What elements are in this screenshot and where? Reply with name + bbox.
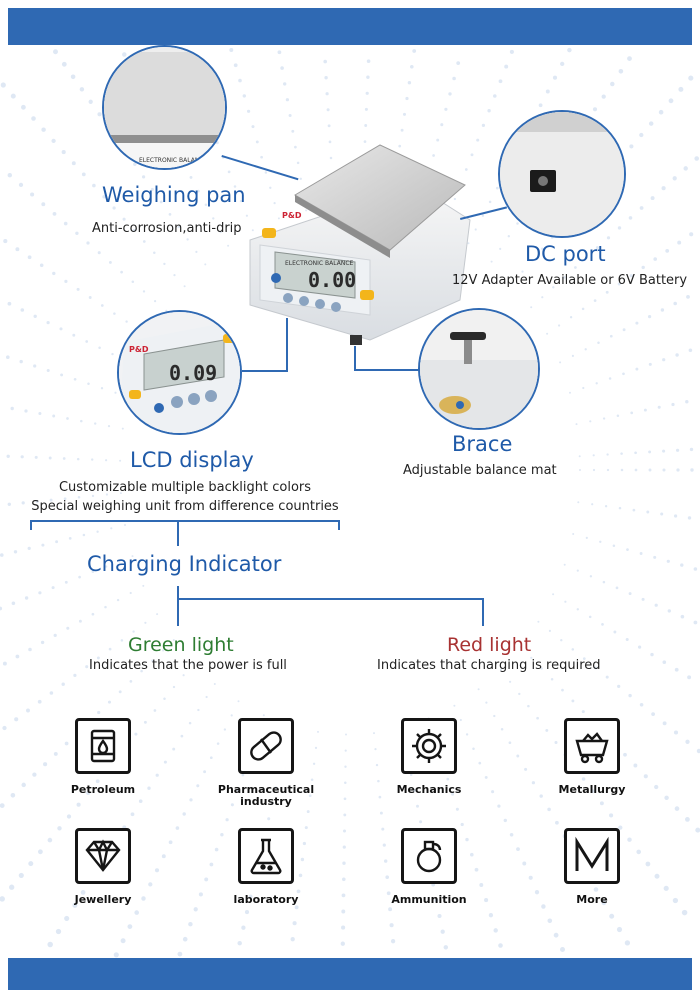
red-light-title: Red light (447, 634, 532, 656)
dc-port-title: DC port (525, 242, 606, 266)
lcd-zoom-readout: 0.09 (169, 361, 217, 385)
industry-pharmaceutical: Pharmaceutical industry (211, 718, 321, 808)
connector-line (354, 369, 420, 371)
connector-line (354, 346, 356, 370)
electronic-balance-image: ELECTRONIC BALANCE 0.00 g P&D (249, 144, 471, 345)
more-m-icon (564, 828, 620, 884)
grenade-icon (401, 828, 457, 884)
industry-label: Pharmaceutical industry (217, 783, 315, 808)
lcd-display-desc-1: Customizable multiple backlight colors (58, 480, 312, 495)
industry-label: Jewellery (74, 893, 132, 906)
lcd-display-desc-2: Special weighing unit from difference co… (31, 499, 339, 514)
weighing-pan-closeup: ELECTRONIC BALANCE (102, 45, 227, 170)
industry-metallurgy: Metallurgy (537, 718, 647, 796)
oil-barrel-icon (75, 718, 131, 774)
industry-ammunition: Ammunition (374, 828, 484, 906)
bottom-banner (8, 958, 692, 990)
brace-closeup (418, 308, 540, 430)
flask-icon (238, 828, 294, 884)
green-light-desc: Indicates that the power is full (89, 658, 287, 673)
connector-line (242, 370, 287, 372)
gear-icon (401, 718, 457, 774)
bracket-line (177, 520, 179, 546)
dc-port-desc: 12V Adapter Available or 6V Battery (452, 273, 688, 288)
green-light-title: Green light (128, 634, 234, 656)
lcd-display-closeup: P&D 0.09 (117, 310, 242, 435)
industry-label: Ammunition (391, 893, 467, 906)
bracket-line (338, 520, 340, 530)
brace-title: Brace (452, 432, 513, 456)
diamond-icon (75, 828, 131, 884)
pan-panel-label: ELECTRONIC BALANCE (139, 157, 208, 164)
industry-laboratory: laboratory (211, 828, 321, 906)
industry-label: laboratory (233, 893, 299, 906)
weighing-pan-title: Weighing pan (102, 183, 246, 207)
connector-line (286, 318, 288, 372)
weighing-pan-desc: Anti-corrosion,anti-drip (92, 221, 242, 236)
mine-cart-icon (564, 718, 620, 774)
industry-label: Petroleum (70, 783, 136, 796)
industry-more[interactable]: More (537, 828, 647, 906)
industry-label: More (576, 893, 608, 906)
panel-label: ELECTRONIC BALANCE (285, 260, 354, 267)
bracket-line (30, 520, 340, 522)
red-light-desc: Indicates that charging is required (377, 658, 601, 673)
capsule-icon (238, 718, 294, 774)
tree-line (177, 598, 484, 600)
dc-port-closeup (498, 110, 626, 238)
brace-desc: Adjustable balance mat (403, 463, 557, 478)
charging-indicator-title: Charging Indicator (87, 552, 282, 576)
tree-line (482, 598, 484, 626)
brand-logo: P&D (282, 211, 302, 220)
lcd-display-title: LCD display (130, 448, 254, 472)
industry-jewellery: Jewellery (48, 828, 158, 906)
bracket-line (30, 520, 32, 530)
industry-mechanics: Mechanics (374, 718, 484, 796)
top-banner (8, 8, 692, 45)
lcd-brand: P&D (129, 345, 149, 354)
industry-label: Mechanics (396, 783, 462, 796)
tree-line (177, 586, 179, 626)
lcd-readout: 0.00 (308, 268, 356, 292)
industry-label: Metallurgy (558, 783, 626, 796)
industry-petroleum: Petroleum (48, 718, 158, 796)
